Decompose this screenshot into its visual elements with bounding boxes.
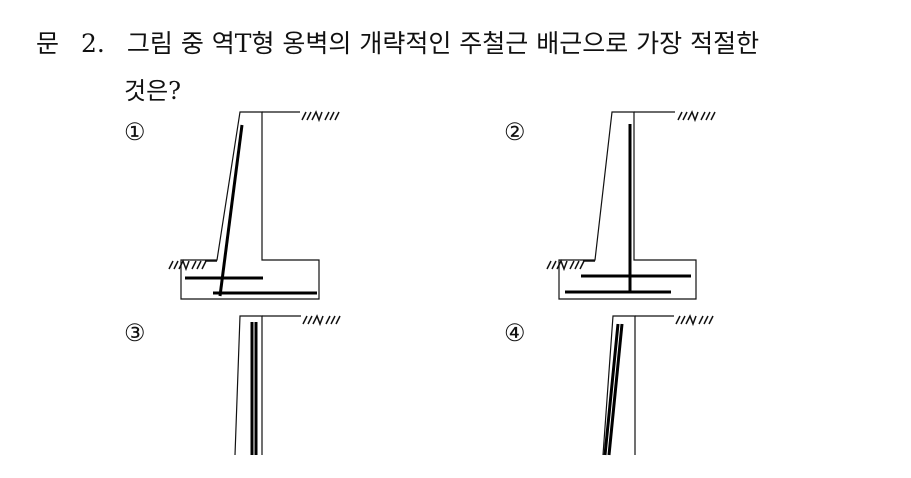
ground-hatch-icon bbox=[675, 314, 714, 327]
question-number: 2. bbox=[81, 29, 105, 58]
option-label-2[interactable]: ② bbox=[504, 118, 526, 146]
question-text: 그림 중 역T형 옹벽의 개략적인 주철근 배근으로 가장 적절한 bbox=[126, 29, 760, 58]
wall-option-1 bbox=[168, 110, 340, 300]
wall-option-2 bbox=[546, 110, 716, 300]
question-line-2: 것은? bbox=[124, 77, 182, 105]
ground-hatch-icon bbox=[677, 110, 716, 123]
question-prefix: 문 bbox=[36, 29, 60, 58]
option-label-1[interactable]: ① bbox=[124, 118, 146, 146]
stem-rebar bbox=[603, 323, 620, 456]
ground-hatch-icon bbox=[546, 259, 595, 272]
option-label-4[interactable]: ④ bbox=[504, 319, 526, 347]
stem-rebar bbox=[218, 124, 244, 297]
stem-rebar-inner bbox=[607, 323, 624, 456]
ground-hatch-icon bbox=[302, 314, 341, 327]
question-line-1: 문 2. 그림 중 역T형 옹벽의 개략적인 주철근 배근으로 가장 적절한 bbox=[36, 24, 759, 60]
wall-option-3 bbox=[234, 314, 341, 456]
wall-option-4 bbox=[602, 314, 714, 456]
option-label-3[interactable]: ③ bbox=[124, 319, 146, 347]
ground-hatch-icon bbox=[168, 259, 217, 272]
ground-hatch-icon bbox=[301, 110, 340, 123]
